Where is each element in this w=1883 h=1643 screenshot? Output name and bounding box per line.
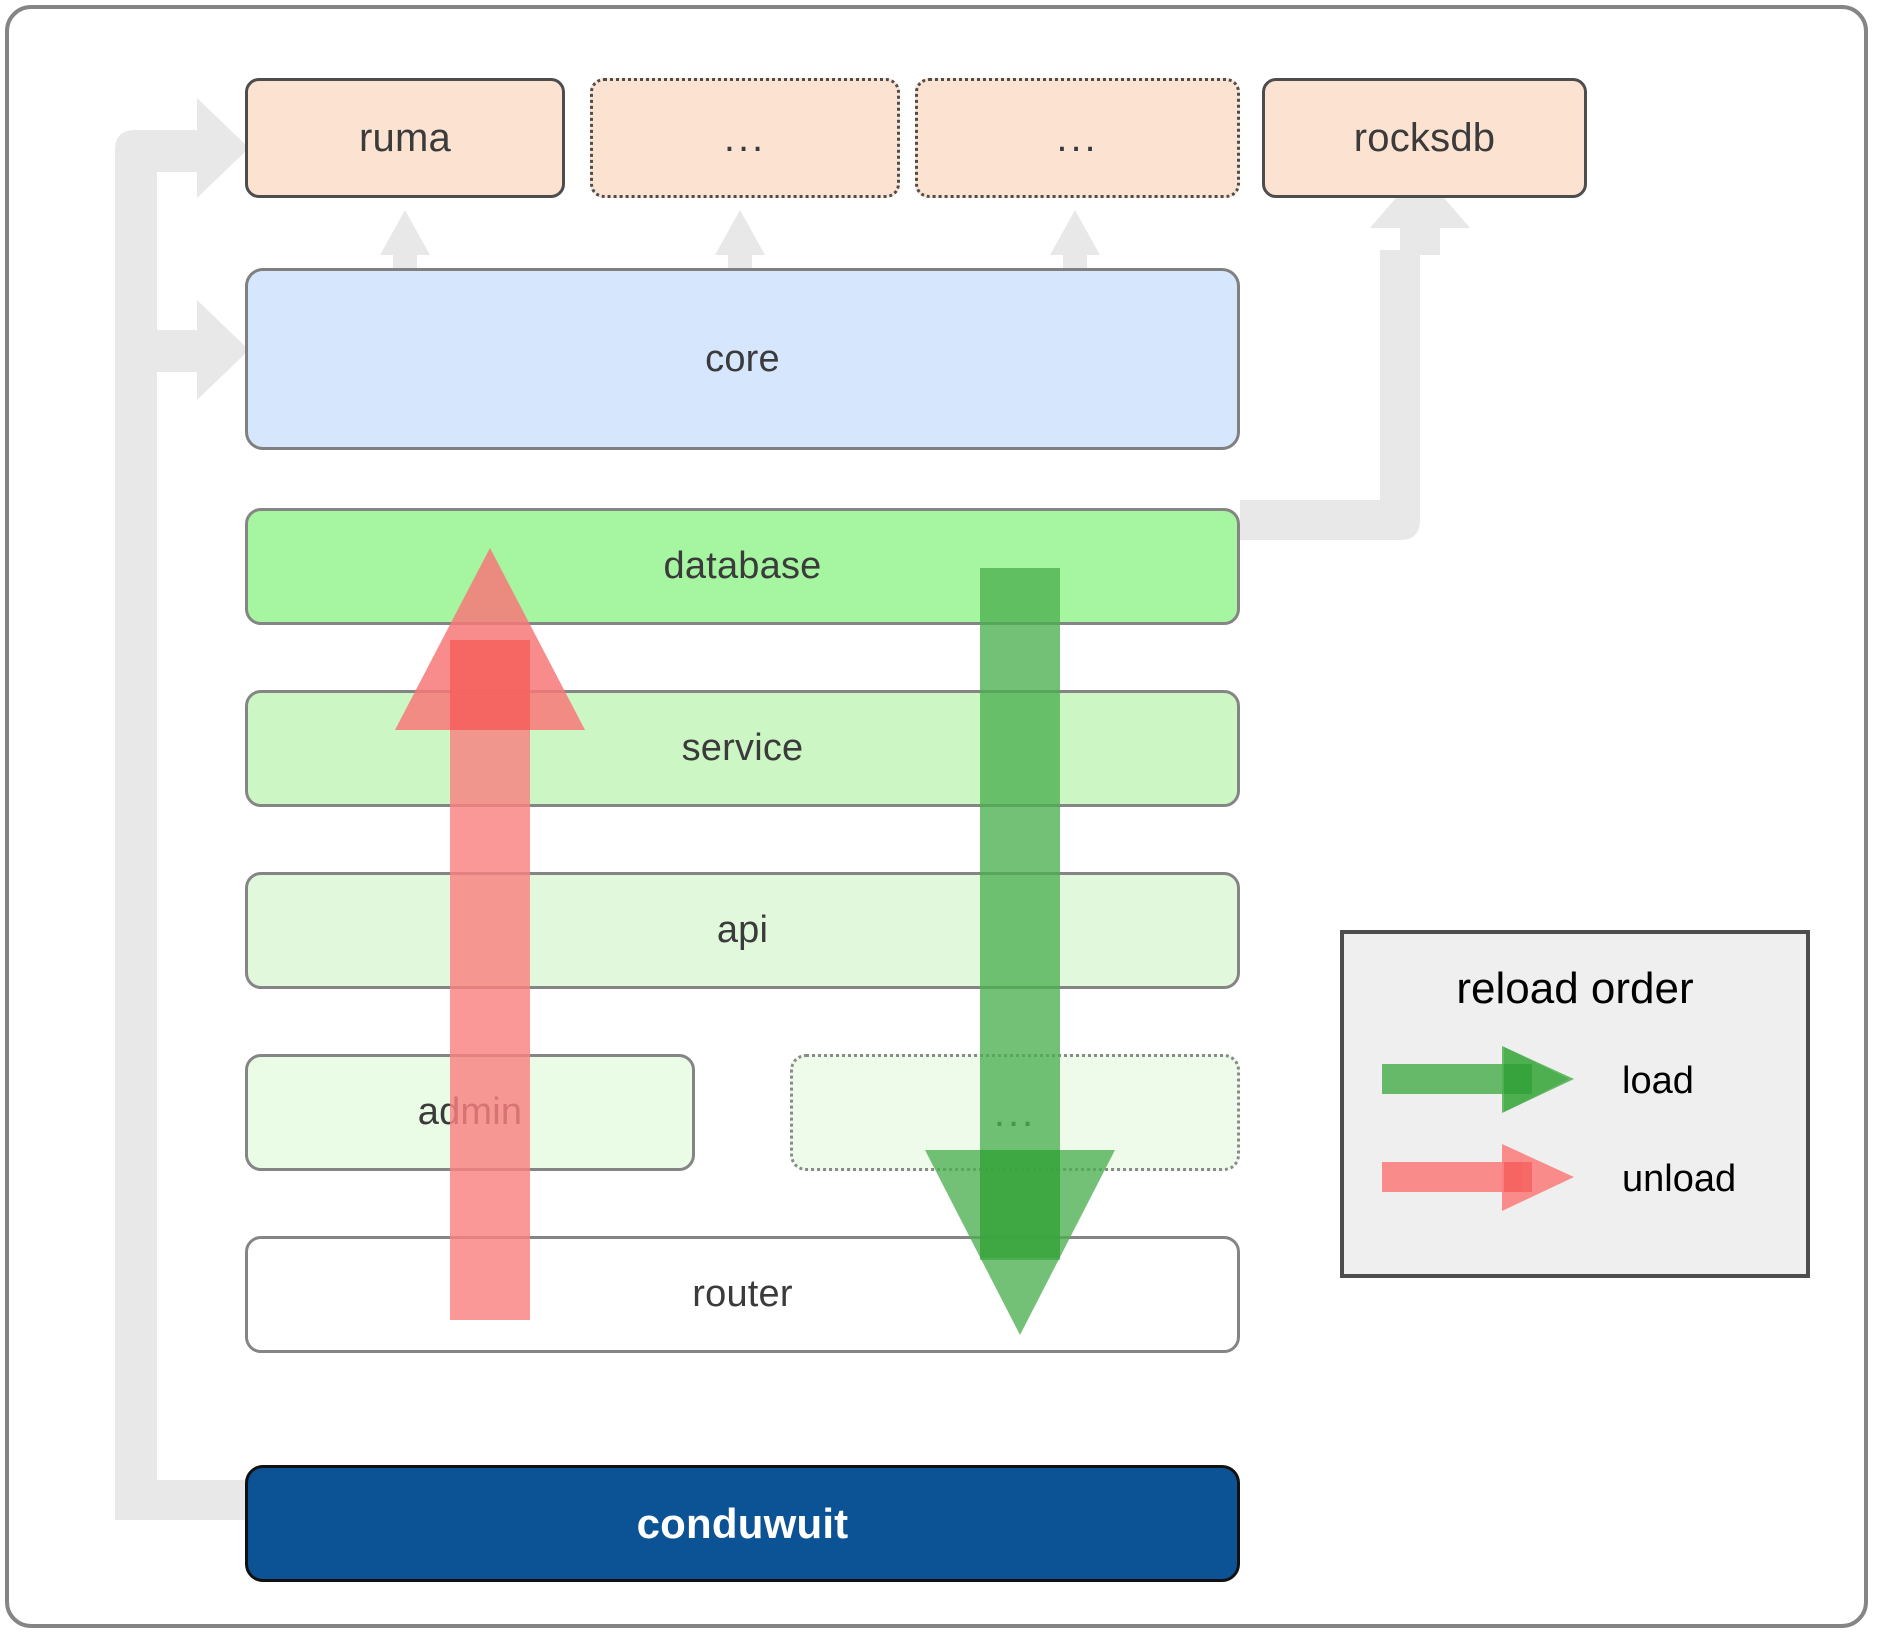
dep-ellipsis-1[interactable]: ... bbox=[590, 78, 900, 198]
dep-rocksdb-label: rocksdb bbox=[1353, 115, 1496, 160]
layer-service-label: service bbox=[681, 727, 804, 769]
legend-load-arrow-icon bbox=[1382, 1046, 1574, 1113]
legend-title: reload order bbox=[1456, 964, 1694, 1013]
dep-ruma-label: ruma bbox=[359, 115, 451, 160]
layer-database[interactable]: database bbox=[245, 508, 1240, 625]
layer-router-label: router bbox=[692, 1273, 793, 1315]
load-arrow-big bbox=[925, 568, 1115, 1335]
database-rocksdb-connector bbox=[1240, 170, 1470, 540]
layer-router[interactable]: router bbox=[245, 1236, 1240, 1353]
conduwuit-dependency-connector bbox=[115, 98, 250, 1520]
unload-arrow-big bbox=[395, 548, 585, 1320]
dep-ellipsis-2[interactable]: ... bbox=[915, 78, 1240, 198]
layer-api[interactable]: api bbox=[245, 872, 1240, 989]
legend-unload-arrow-icon bbox=[1382, 1144, 1574, 1211]
layer-database-label: database bbox=[663, 545, 822, 587]
dep-rocksdb[interactable]: rocksdb bbox=[1262, 78, 1587, 198]
binary-conduwuit-label: conduwuit bbox=[636, 1499, 849, 1547]
layer-core[interactable]: core bbox=[245, 268, 1240, 450]
layer-api-label: api bbox=[716, 909, 769, 951]
legend-label-unload: unload bbox=[1622, 1158, 1737, 1200]
core-dependency-arrows bbox=[380, 210, 1100, 270]
dep-ruma[interactable]: ruma bbox=[245, 78, 565, 198]
legend-box: reload order load unload bbox=[1340, 930, 1810, 1278]
binary-conduwuit[interactable]: conduwuit bbox=[245, 1465, 1240, 1582]
legend-label-load: load bbox=[1622, 1060, 1694, 1102]
legend-arrows bbox=[1382, 1046, 1574, 1211]
layer-core-label: core bbox=[705, 337, 780, 380]
